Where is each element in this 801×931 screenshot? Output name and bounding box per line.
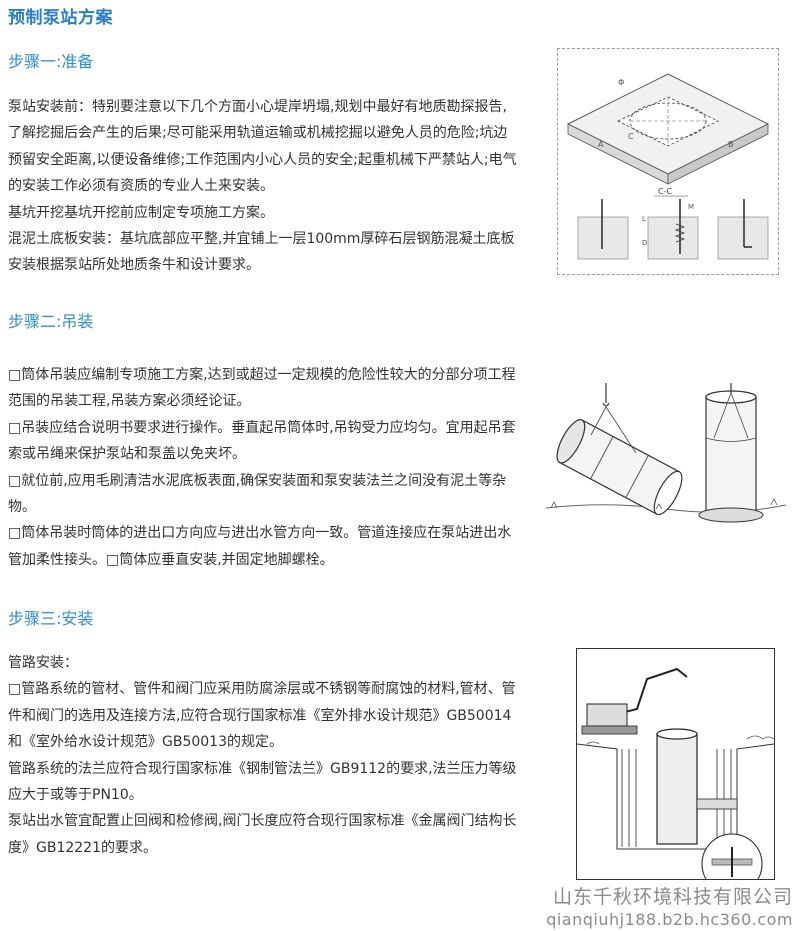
watermark-company: 山东千秋环境科技有限公司	[552, 886, 793, 908]
step2-text: □筒体吊装应编制专项施工方案,达到或超过一定规模的危险性较大的分部分项工程范围的…	[8, 362, 520, 573]
step3-text: 管路安装： □管路系统的管材、管件和阀门应采用防腐涂层或不锈钢等耐腐蚀的材料,管…	[8, 650, 520, 861]
upright-pump-cylinder	[705, 396, 757, 516]
section-label: C-C	[658, 187, 672, 196]
pump-cylinder	[656, 733, 698, 845]
installation-illustration	[576, 648, 775, 895]
section-left	[577, 216, 629, 260]
step1-text: 泵站安装前：特别要注意以下几个方面小心堤岸坍塌,规划中最好有地质勘探报告,了解挖…	[8, 94, 520, 279]
step2-paragraph: □吊装应结合说明书要求进行操作。垂直起吊筒体时,吊钩受力应均匀。宜用起吊套索或吊…	[8, 419, 516, 463]
step1-paragraph: 混泥土底板安装：基坑底部应平整,并宜铺上一层100mm厚碎石层钢筋混凝土底板安装…	[8, 231, 515, 274]
step3-paragraph: 管路系统的法兰应符合现行国家标准《钢制管法兰》GB9112的要求,法兰压力等级应…	[8, 760, 517, 804]
step3-paragraph: □管路系统的管材、管件和阀门应采用防腐涂层或不锈钢等耐腐蚀的材料,管材、管件和阀…	[8, 681, 516, 751]
label-phi: Φ	[618, 78, 624, 87]
label-l: L	[642, 215, 646, 223]
label-b: B	[728, 140, 734, 149]
step1-paragraph: 泵站安装前：特别要注意以下几个方面小心堤岸坍塌,规划中最好有地质勘探报告,了解挖…	[8, 99, 517, 195]
step3-heading: 步骤三:安装	[8, 609, 94, 628]
section-middle	[647, 216, 699, 260]
lifting-illustration	[545, 383, 787, 543]
crane-hook-left	[602, 402, 610, 407]
label-c: C	[628, 132, 634, 141]
excavation-diagram-svg: Φ C A B C-C M L D	[566, 73, 770, 260]
label-m: M	[688, 203, 694, 211]
page-title: 预制泵站方案	[8, 8, 113, 28]
lifting-svg	[545, 383, 787, 523]
step1-heading: 步骤一:准备	[8, 52, 94, 71]
installation-svg	[576, 667, 775, 895]
pit-walls	[576, 743, 775, 850]
watermark-url: qianqiuhj188.b2b.hc360.com	[546, 910, 793, 929]
excavator-cab	[586, 703, 628, 727]
tilted-pump-cylinder	[556, 419, 683, 516]
outlet-pipe	[696, 798, 738, 810]
label-a: A	[598, 140, 604, 149]
section-right	[717, 216, 769, 260]
step3-paragraph: 泵站出水管宜配置止回阀和检修阀,阀门长度应符合现行国家标准《金属阀门结构长度》G…	[8, 813, 517, 856]
step2-heading: 步骤二:吊装	[8, 312, 94, 331]
step2-paragraph: □筒体吊装应编制专项施工方案,达到或超过一定规模的危险性较大的分部分项工程范围的…	[8, 367, 516, 410]
excavation-diagram: Φ C A B C-C M L D	[557, 48, 779, 275]
label-d: D	[642, 239, 647, 247]
step2-paragraph: □筒体吊装时筒体的进出口方向应与进出水管方向一致。管道连接应在泵站进出水管加柔性…	[8, 525, 512, 568]
step3-paragraph: 管路安装：	[8, 655, 78, 671]
step2-paragraph: □就位前,应用毛刷清洁水泥底板表面,确保安装面和泵安装法兰之间没有泥土等杂物。	[8, 472, 507, 516]
step1-paragraph: 基坑开挖基坑开挖前应制定专项施工方案。	[8, 204, 274, 221]
